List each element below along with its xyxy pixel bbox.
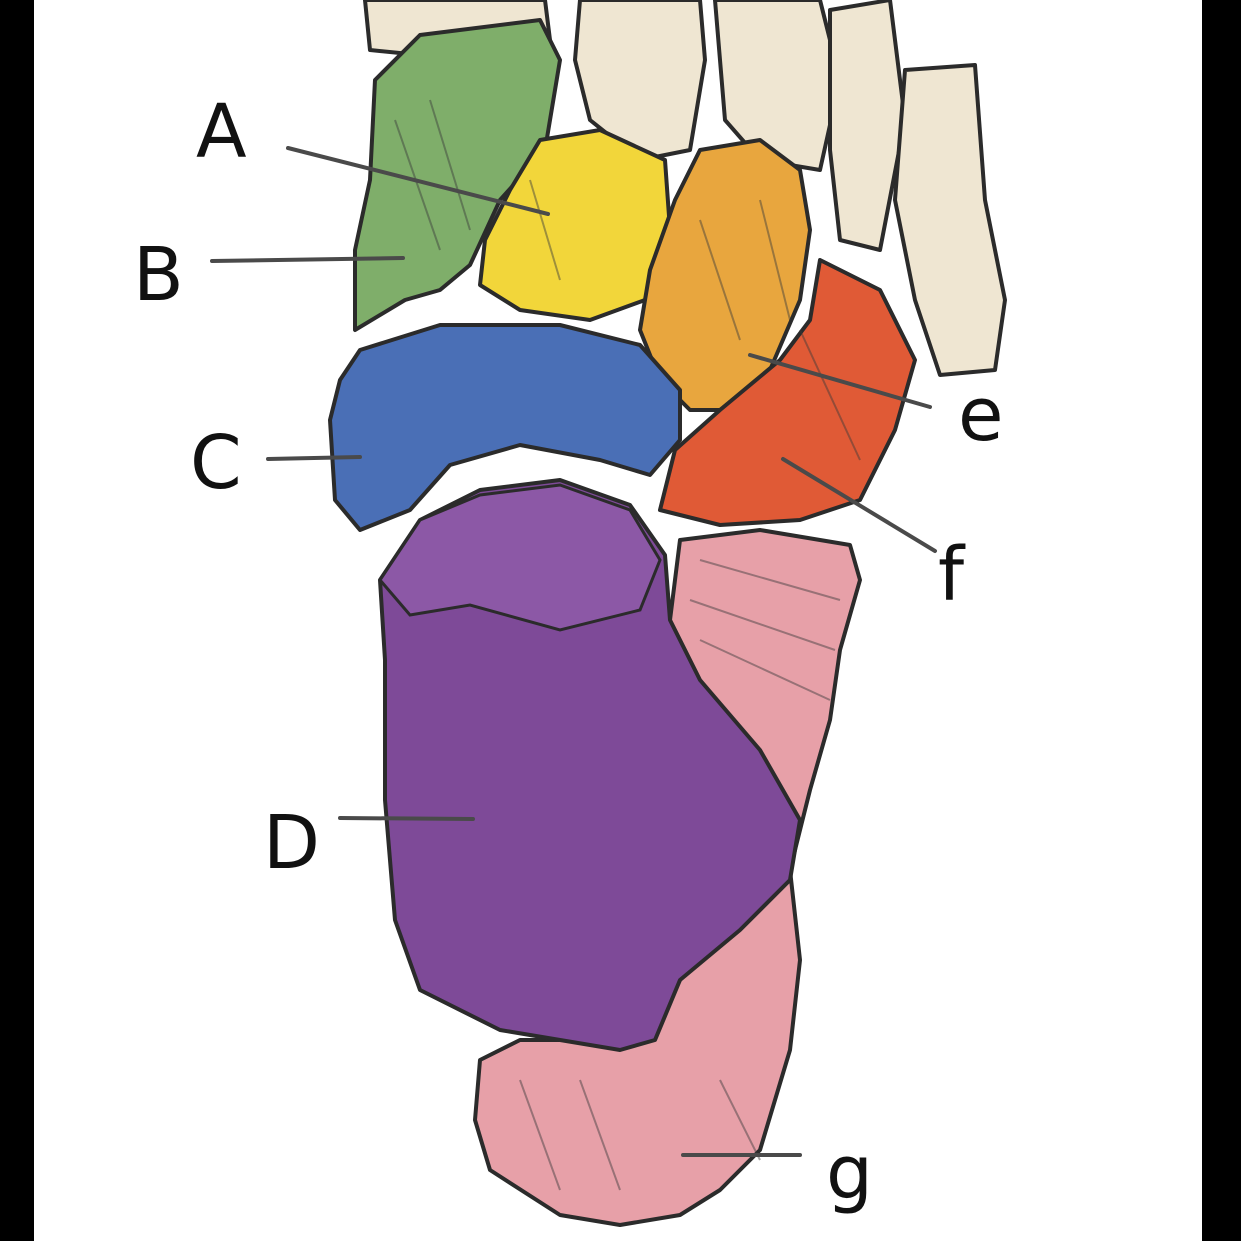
- leader-lines: [210, 146, 937, 1157]
- hatching: [394, 99, 861, 1191]
- leader-A: [286, 146, 550, 216]
- metatarsal-2: [573, 0, 707, 162]
- labels: A B C D e f g: [133, 89, 1004, 1216]
- label-f: f: [938, 532, 966, 618]
- bone-A: [478, 128, 672, 322]
- leader-C: [266, 455, 362, 461]
- metatarsal-bones: [363, 0, 1007, 377]
- label-A: A: [196, 89, 247, 175]
- metatarsal-5: [893, 63, 1007, 377]
- leader-B: [210, 256, 405, 263]
- leader-f: [781, 457, 937, 553]
- label-g: g: [826, 1130, 873, 1216]
- leader-e: [748, 353, 932, 409]
- bone-D: [378, 478, 802, 1052]
- left-border: [0, 0, 34, 1241]
- label-C: C: [190, 420, 242, 506]
- metatarsal-3: [713, 0, 842, 172]
- right-border: [1202, 0, 1241, 1241]
- metatarsal-4: [828, 0, 907, 252]
- label-B: B: [133, 232, 184, 318]
- label-D: D: [263, 800, 320, 886]
- bone-C: [328, 323, 682, 532]
- bone-D-top-ridge: [378, 483, 662, 632]
- leader-D: [338, 816, 475, 821]
- bone-f: [658, 258, 917, 527]
- bone-B: [353, 18, 562, 332]
- label-e: e: [958, 372, 1004, 458]
